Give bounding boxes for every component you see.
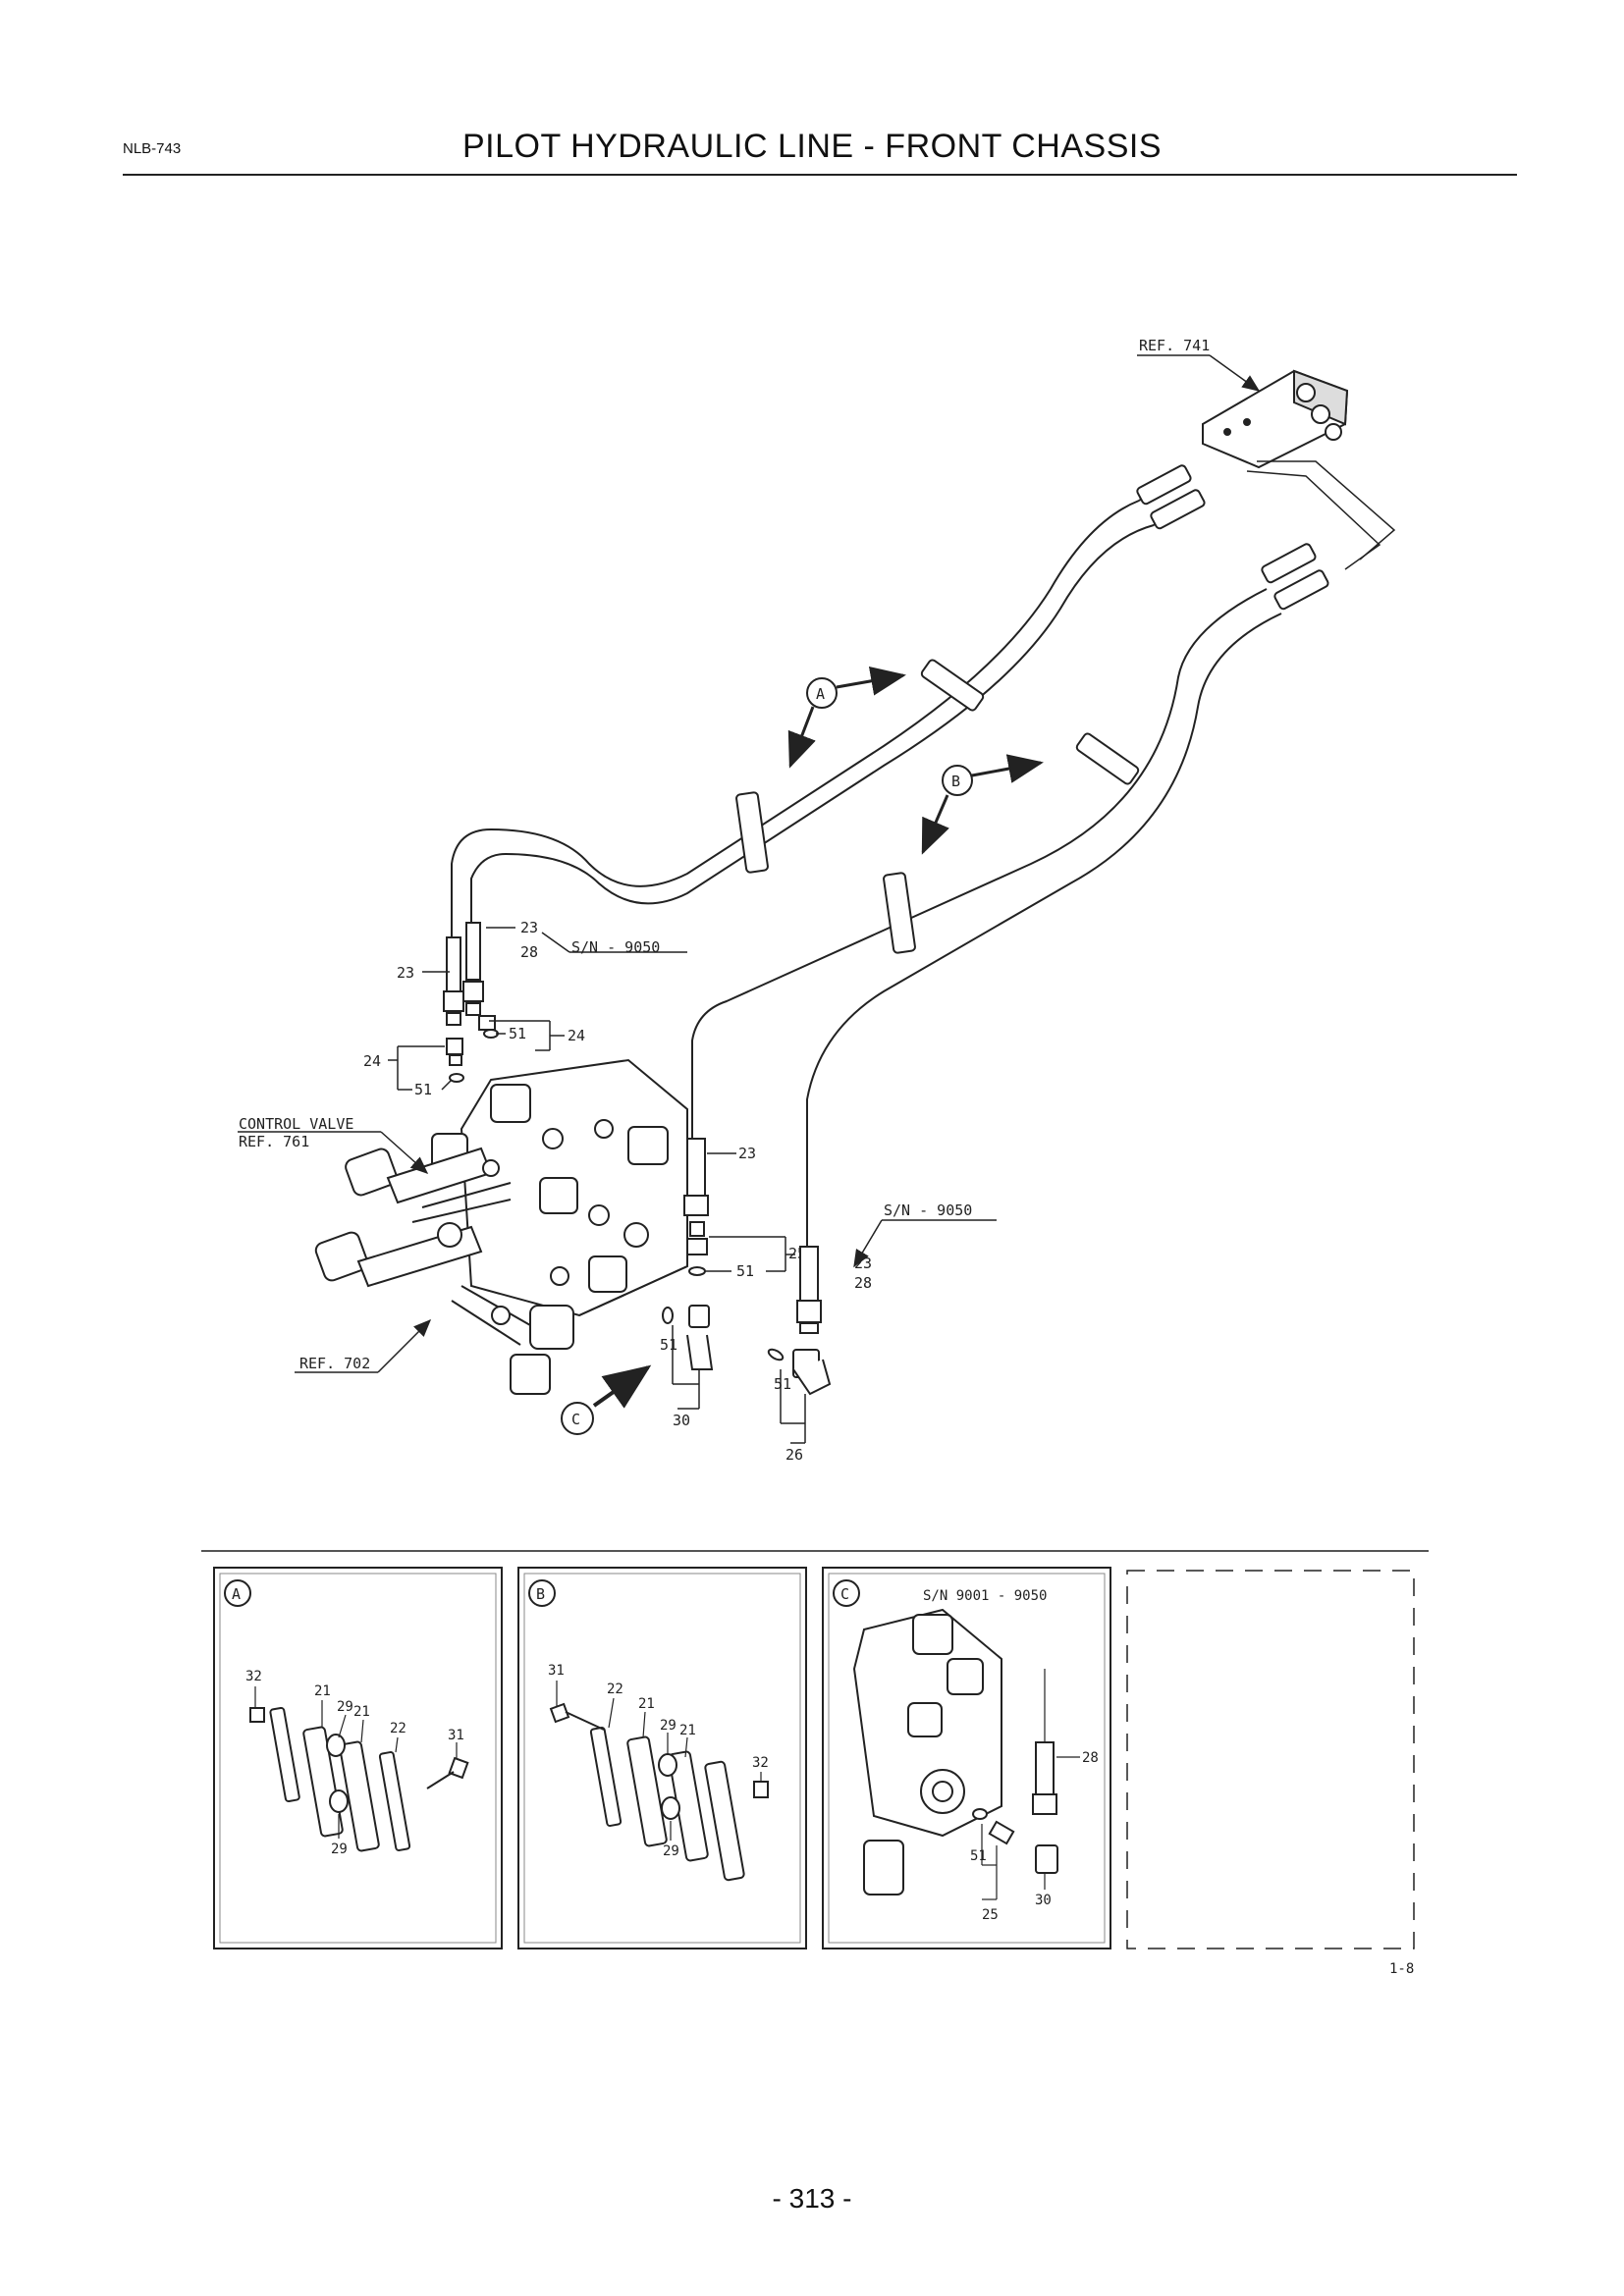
callout-28-top: 28 [520,943,538,961]
control-valve-assembly [314,1058,688,1395]
callout-23-right: 23 [854,1255,872,1272]
ref-741-label: REF. 741 [1139,337,1210,354]
callout-23-mid: 23 [738,1145,756,1162]
callout-51-right: 51 [509,1025,526,1042]
hose-clamps [735,659,1140,954]
svg-text:25: 25 [982,1907,999,1923]
empty-detail-panel [1126,1570,1415,1949]
callout-26: 26 [785,1446,803,1464]
svg-text:32: 32 [752,1755,769,1771]
sn-label-2: S/N - 9050 [884,1201,972,1219]
svg-text:31: 31 [448,1728,464,1743]
middle-fittings [662,1138,714,1370]
control-valve-label: CONTROL VALVE [239,1115,353,1133]
page-number: - 313 - [772,2183,852,2214]
svg-text:B: B [951,773,960,790]
ref-702-label: REF. 702 [299,1355,370,1372]
callout-24-right: 24 [568,1027,585,1044]
detail-c-letter: C [840,1585,849,1603]
callout-23-top: 23 [520,919,538,936]
callout-51-mid: 51 [736,1262,754,1280]
left-hose-ends [443,922,499,1083]
callout-51-low: 51 [660,1336,677,1354]
pilot-valve-ref-741 [1202,369,1349,469]
document-code: NLB-743 [123,140,182,157]
svg-text:21: 21 [638,1696,655,1712]
callout-51-low2: 51 [774,1375,791,1393]
ref-761-label: REF. 761 [239,1133,309,1150]
header-rule [123,174,1517,176]
view-arrow-a: A [787,666,906,769]
svg-text:28: 28 [1082,1750,1099,1766]
svg-text:A: A [816,685,825,703]
callout-30: 30 [673,1412,690,1429]
callout-51-left: 51 [414,1081,432,1098]
sheet-reference: 1-8 [1389,1961,1414,1977]
svg-text:29: 29 [331,1842,348,1857]
svg-text:51: 51 [970,1848,987,1864]
svg-text:22: 22 [607,1682,623,1697]
svg-text:29: 29 [663,1843,679,1859]
callout-23-left: 23 [397,964,414,982]
page-title: PILOT HYDRAULIC LINE - FRONT CHASSIS [462,128,1162,165]
detail-panel-b: B 31 22 21 29 21 32 29 [517,1567,807,1949]
callout-24-left: 24 [363,1052,381,1070]
svg-text:21: 21 [353,1704,370,1720]
detail-b-letter: B [536,1585,545,1603]
detail-a-letter: A [232,1585,241,1603]
svg-text:31: 31 [548,1663,565,1679]
hose-bundle-b [691,588,1282,1247]
detail-panel-a: A 32 21 29 21 22 31 29 [213,1567,503,1949]
svg-text:29: 29 [337,1699,353,1715]
svg-text:22: 22 [390,1721,406,1736]
return-lines [1246,460,1396,570]
view-arrow-b: B [921,754,1044,855]
sn-label-1: S/N - 9050 [571,938,660,956]
callout-28-right: 28 [854,1274,872,1292]
view-arrow-c: C [561,1364,652,1435]
svg-text:29: 29 [660,1718,677,1734]
svg-text:C: C [571,1411,580,1428]
upper-fittings [1136,464,1329,611]
right-fittings [767,1246,832,1396]
svg-text:21: 21 [679,1723,696,1738]
detail-c-sn: S/N 9001 - 9050 [923,1588,1047,1604]
svg-text:32: 32 [245,1669,262,1684]
hose-bundle-a [451,478,1189,972]
svg-text:21: 21 [314,1683,331,1699]
detail-panel-c: C S/N 9001 - 9050 28 51 30 25 [822,1567,1111,1949]
svg-text:30: 30 [1035,1893,1052,1908]
